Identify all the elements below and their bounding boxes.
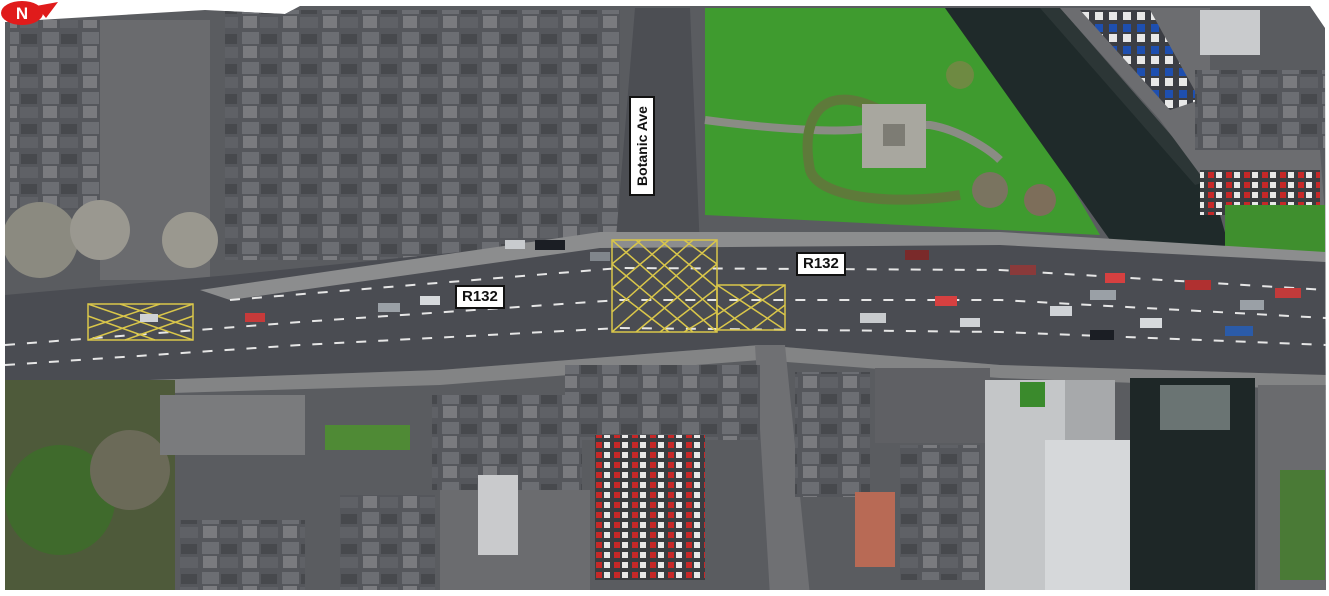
svg-text:N: N (16, 4, 28, 23)
road-label-r132: R132 (455, 285, 505, 309)
side-street (755, 345, 810, 590)
vehicles (140, 240, 1301, 340)
road-label-botanic-ave-text: Botanic Ave (634, 106, 650, 186)
north-arrow-icon: N (1, 1, 58, 25)
road-label-botanic-ave: Botanic Ave (629, 96, 655, 196)
building-block (10, 20, 100, 210)
red-roof-building (855, 492, 895, 567)
building-block (432, 395, 582, 490)
building-block (565, 365, 760, 440)
building-block (1195, 70, 1325, 150)
building (875, 368, 990, 443)
building-block (225, 10, 620, 260)
building-block (795, 372, 870, 497)
road-label-r132: R132 (796, 252, 846, 276)
river (945, 8, 1230, 250)
building (160, 395, 305, 455)
building-block (340, 495, 435, 590)
building-block (180, 520, 305, 590)
building (1200, 10, 1260, 55)
car-park (595, 435, 705, 580)
yellow-box-junction (87, 239, 786, 341)
